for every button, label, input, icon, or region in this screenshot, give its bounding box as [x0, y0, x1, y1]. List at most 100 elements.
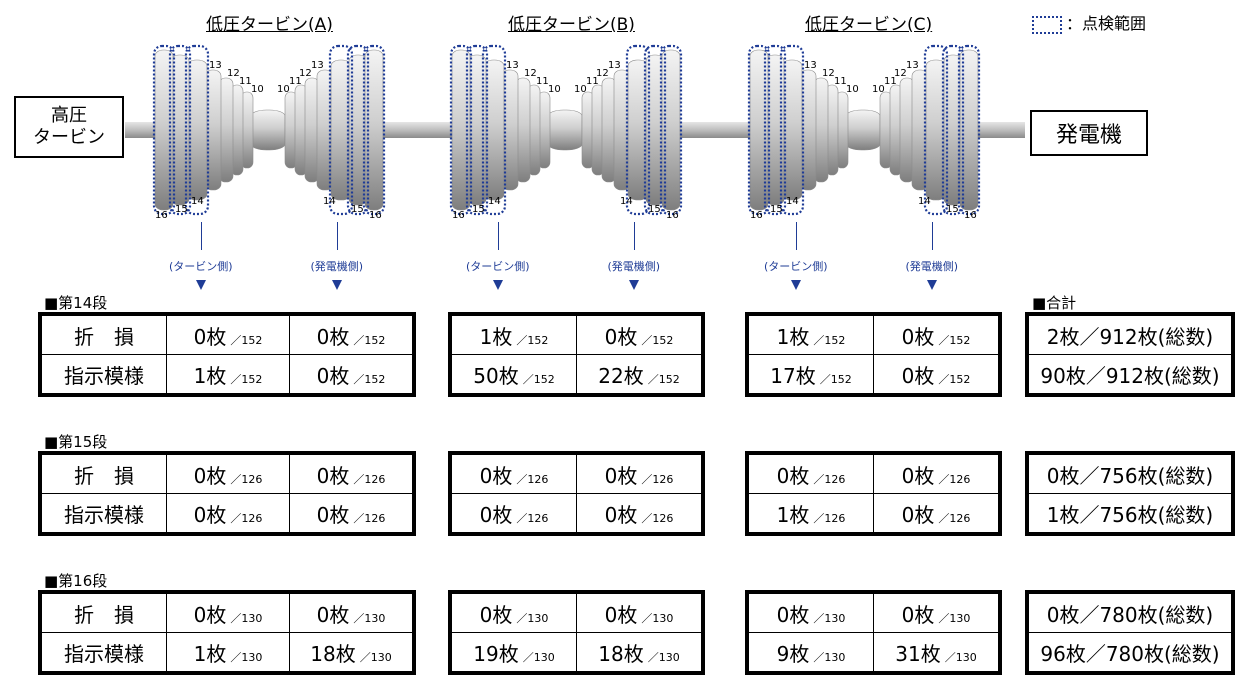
stage-label: 15: [472, 204, 485, 215]
inspection-range-14-right: [923, 44, 949, 216]
count-cell: 17枚／152: [746, 354, 874, 396]
count-cell: 0枚／152: [289, 313, 415, 355]
count-cell: 0枚／130: [873, 591, 1001, 633]
count-cell: 0枚／152: [166, 313, 290, 355]
count-cell: 0枚／126: [576, 452, 704, 494]
inspection-range-14-right: [625, 44, 651, 216]
row-label: 指示模様: [39, 632, 167, 674]
count-cell: 1枚／152: [746, 313, 874, 355]
turbine-b-title: 低圧タービン(B): [508, 15, 635, 35]
count-cell: 0枚／126: [289, 493, 415, 535]
hp-turbine-label-1: 高圧: [51, 105, 87, 127]
stage-label: 12: [524, 68, 537, 79]
inspection-range-15-right: [346, 44, 370, 216]
turbine-side-label: (タービン側): [169, 260, 233, 273]
total-row: 2枚／912枚(総数): [1026, 313, 1234, 355]
stage-label: 16: [666, 210, 679, 221]
stage-label: 16: [155, 210, 168, 221]
stage-label: 13: [209, 60, 222, 71]
stage-label: 13: [506, 60, 519, 71]
stage-label: 14: [323, 196, 336, 207]
count-cell: 0枚／126: [289, 452, 415, 494]
turbine-diagram: [125, 44, 1025, 216]
count-cell: 0枚／130: [289, 591, 415, 633]
stage-label: 16: [964, 210, 977, 221]
stage-label: 10: [846, 84, 859, 95]
stage-label: 15: [946, 204, 959, 215]
stage-label: 10: [548, 84, 561, 95]
pointer-line: [932, 222, 933, 250]
stage-label: 11: [536, 76, 549, 87]
count-cell: 0枚／126: [873, 452, 1001, 494]
count-cell: 0枚／130: [746, 591, 874, 633]
count-cell: 0枚／152: [873, 354, 1001, 396]
legend: ：点検範囲: [1032, 10, 1146, 34]
count-cell: 0枚／126: [166, 493, 290, 535]
count-cell: 31枚／130: [873, 632, 1001, 674]
count-cell: 1枚／130: [166, 632, 290, 674]
stage-label: 15: [351, 204, 364, 215]
row-label: 折 損: [39, 591, 167, 633]
total-indication: 96枚／780枚(総数): [1026, 632, 1234, 674]
pointer-line: [498, 222, 499, 250]
count-cell: 9枚／130: [746, 632, 874, 674]
stage-label: 13: [906, 60, 919, 71]
count-cell: 1枚／126: [746, 493, 874, 535]
turbine-side-label: (タービン側): [466, 260, 530, 273]
table-total: 2枚／912枚(総数)90枚／912枚(総数): [1025, 312, 1235, 397]
inspection-range-16-right: [659, 44, 683, 216]
pointer-line: [634, 222, 635, 250]
stage-label: 12: [299, 68, 312, 79]
stage-label: 12: [894, 68, 907, 79]
inspection-range-16-left: [152, 44, 176, 216]
stage-label: 12: [596, 68, 609, 79]
table-total: 0枚／780枚(総数)96枚／780枚(総数): [1025, 590, 1235, 675]
stage-label: 10: [277, 84, 290, 95]
total-row: 0枚／756枚(総数): [1026, 452, 1234, 494]
stage-label: 10: [574, 84, 587, 95]
generator-box: 発電機: [1030, 110, 1148, 156]
hp-turbine-label-2: タービン: [33, 127, 105, 148]
stage-label: 16: [452, 210, 465, 221]
stage-label: 11: [834, 76, 847, 87]
section-16-heading: ■第16段: [44, 572, 108, 590]
inspection-range-14-left: [481, 44, 507, 216]
total-row: 90枚／912枚(総数): [1026, 354, 1234, 396]
stage-label: 16: [750, 210, 763, 221]
rotor-hub: [250, 109, 286, 151]
stage-label: 15: [175, 204, 188, 215]
rotor-hub: [845, 109, 881, 151]
generator-side-label: (発電機側): [310, 260, 364, 273]
stage-label: 15: [648, 204, 661, 215]
inspection-range-16-left: [747, 44, 771, 216]
stage-label: 11: [586, 76, 599, 87]
pointer-line: [201, 222, 202, 250]
turbine-a-title: 低圧タービン(A): [206, 15, 333, 35]
stage-label: 15: [770, 204, 783, 215]
turbine-rotor-a: [152, 44, 386, 216]
count-cell: 18枚／130: [576, 632, 704, 674]
stage-label: 14: [918, 196, 931, 207]
stage-label: 11: [239, 76, 252, 87]
stage-label: 11: [289, 76, 302, 87]
count-cell: 0枚／126: [873, 493, 1001, 535]
total-row: 1枚／756枚(総数): [1026, 493, 1234, 535]
inspection-range-15-left: [763, 44, 787, 216]
inspection-range-14-left: [184, 44, 210, 216]
count-cell: 0枚／130: [166, 591, 290, 633]
